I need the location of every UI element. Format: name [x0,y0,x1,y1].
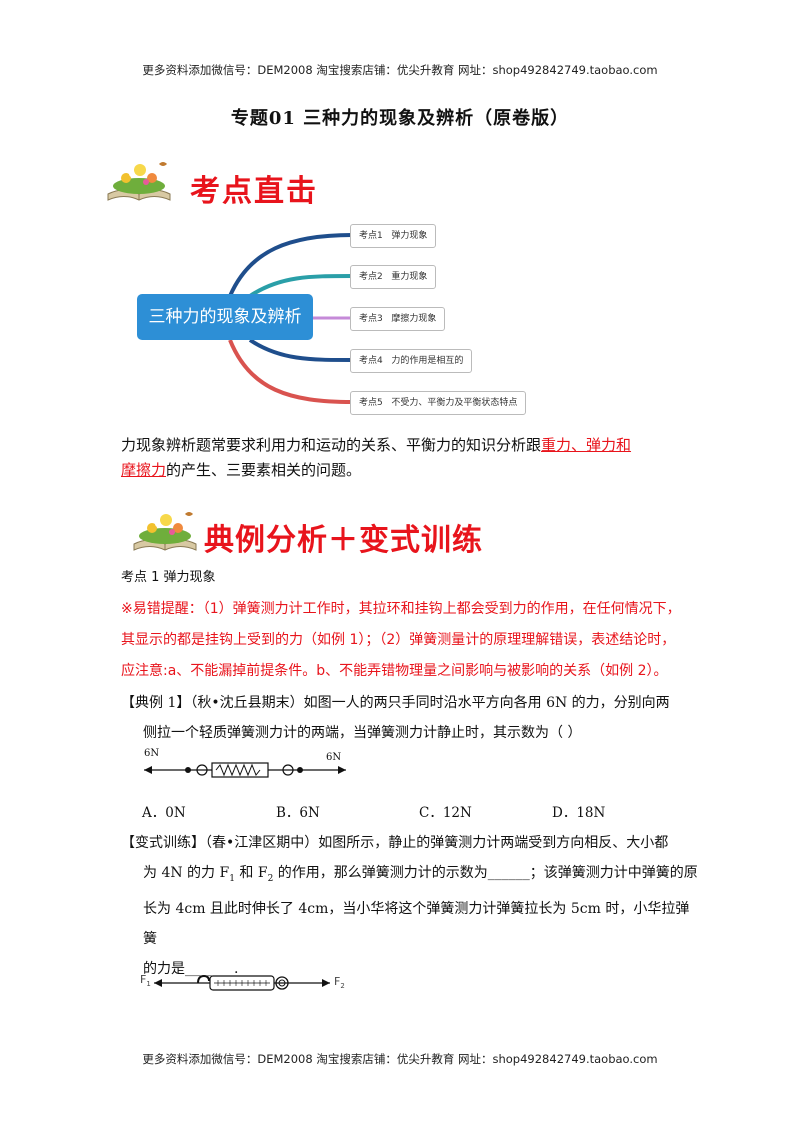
option-c[interactable]: C．12N [419,805,472,821]
intro-paragraph: 力现象辨析题常要求利用力和运动的关系、平衡力的知识分析跟重力、弹力和 摩擦力的产… [121,436,632,479]
mind-map-node-3: 考点3 摩擦力现象 [350,307,446,331]
option-d[interactable]: D．18N [552,805,606,821]
page-header: 更多资料添加微信号：DEM2008 淘宝搜索店铺：优尖升教育 网址：shop49… [142,63,658,77]
section-banner-examples: 典例分析＋变式训练 [204,523,483,558]
section-heading: 考点 1 弹力现象 [121,570,216,585]
mind-map-node-2: 考点2 重力现象 [350,265,437,289]
page-title: 专题01 三种力的现象及辨析（原卷版） [230,108,570,129]
mind-map-center: 三种力的现象及辨析 [137,294,313,340]
book-flowers-icon [130,506,200,554]
section-banner-key-points: 考点直击 [190,174,318,209]
force-label-f1: F1 [140,973,151,989]
force-label-right: 6N [326,752,342,763]
book-flowers-icon [104,156,174,204]
mind-map: 三种力的现象及辨析 考点1 弹力现象 考点2 重力现象 考点3 摩擦力现象 考点… [130,210,530,420]
option-a[interactable]: A．0N [142,805,186,821]
mind-map-node-1: 考点1 弹力现象 [350,224,437,248]
intro-highlight: 重力、弹力和 [541,436,632,454]
force-label-f2: F2 [334,975,345,991]
force-label-left: 6N [144,748,160,759]
mind-map-node-5: 考点5 不受力、平衡力及平衡状态特点 [350,391,527,415]
spring-scale-figure-2: F1 F2 [140,965,360,999]
example-1-question: 【典例 1】（秋•沈丘县期末）如图一人的两只手同时沿水平方向各用 6N 的力，分… [121,695,670,741]
error-tip: ※易错提醒：（1）弹簧测力计工作时，其拉环和挂钩上都会受到力的作用，在任何情况下… [121,601,681,679]
intro-highlight: 摩擦力 [121,461,167,479]
page-footer: 更多资料添加微信号：DEM2008 淘宝搜索店铺：优尖升教育 网址：shop49… [142,1052,658,1066]
spring-scale-figure: 6N 6N [140,748,350,782]
option-b[interactable]: B．6N [276,805,320,821]
variant-question: 【变式训练】（春•江津区期中）如图所示，静止的弹簧测力计两端受到方向相反、大小都… [121,835,698,977]
mind-map-node-4: 考点4 力的作用是相互的 [350,349,473,373]
